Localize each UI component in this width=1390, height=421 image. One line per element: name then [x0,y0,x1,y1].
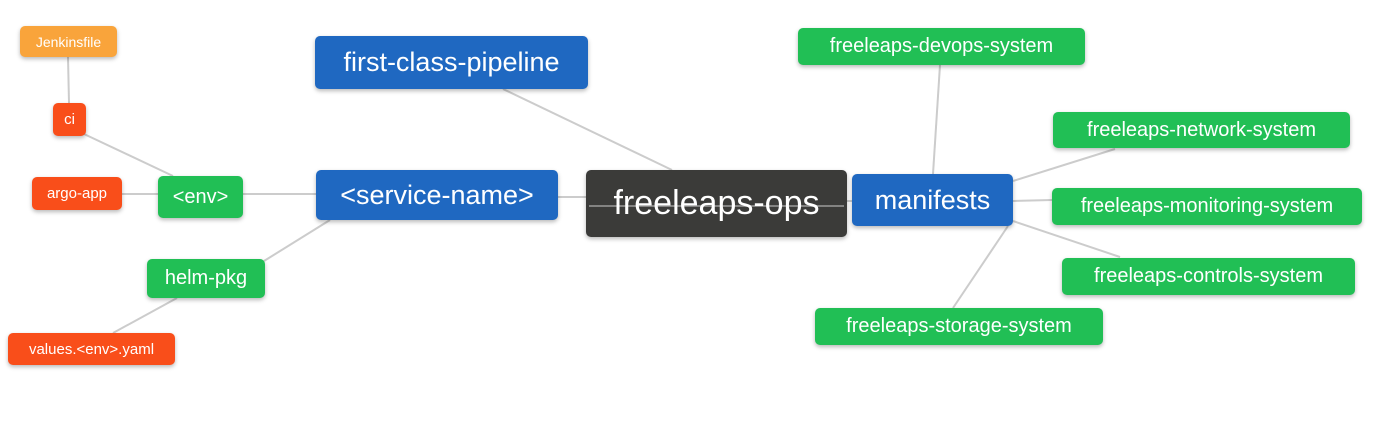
node-manifests[interactable]: manifests [852,174,1013,226]
node-label: helm-pkg [164,267,248,289]
node-argo-app[interactable]: argo-app [32,177,122,210]
connector-jenkinsfile-to-ci [67,56,70,104]
node-label: freeleaps-ops [613,184,820,222]
node-label: Jenkinsfile [35,33,102,50]
node-label: freeleaps-devops-system [829,35,1054,57]
node-label: freeleaps-storage-system [846,315,1072,337]
node-ci[interactable]: ci [53,103,86,136]
node-label: manifests [874,184,991,215]
node-label: freeleaps-controls-system [1094,265,1323,287]
node-first-class-pipeline[interactable]: first-class-pipeline [315,36,588,89]
node-monitoring-system[interactable]: freeleaps-monitoring-system [1052,188,1362,225]
connector-overlay [589,204,844,207]
node-label: ci [64,111,75,128]
connector-manifests-to-monitoring-system [1012,199,1053,202]
connector-manifests-to-storage-system [952,225,1009,309]
node-service-name[interactable]: <service-name> [316,170,558,220]
node-label: freeleaps-monitoring-system [1080,195,1334,217]
connector-ci-to-env [83,133,174,177]
node-network-system[interactable]: freeleaps-network-system [1053,112,1350,148]
node-freeleaps-ops[interactable]: freeleaps-ops [586,170,847,237]
node-label: values.<env>.yaml [28,340,155,358]
node-values-env-yaml[interactable]: values.<env>.yaml [8,333,175,365]
connector-first-class-pipeline-to-freeleaps-ops [502,88,673,171]
node-storage-system[interactable]: freeleaps-storage-system [815,308,1103,345]
node-label: <env> [172,185,229,208]
connector-helm-pkg-to-values-env-yaml [112,297,178,334]
node-controls-system[interactable]: freeleaps-controls-system [1062,258,1355,295]
connector-manifests-to-network-system [1012,148,1116,182]
connector-manifests-to-controls-system [1012,220,1121,258]
node-label: <service-name> [340,179,534,210]
node-label: first-class-pipeline [343,47,560,77]
node-devops-system[interactable]: freeleaps-devops-system [798,28,1085,65]
node-helm-pkg[interactable]: helm-pkg [147,259,265,298]
connector-manifests-to-devops-system [932,64,941,175]
node-jenkinsfile[interactable]: Jenkinsfile [20,26,117,57]
node-env[interactable]: <env> [158,176,243,218]
node-label: argo-app [46,185,108,202]
node-label: freeleaps-network-system [1087,118,1316,141]
connector-service-name-to-helm-pkg [263,219,331,262]
